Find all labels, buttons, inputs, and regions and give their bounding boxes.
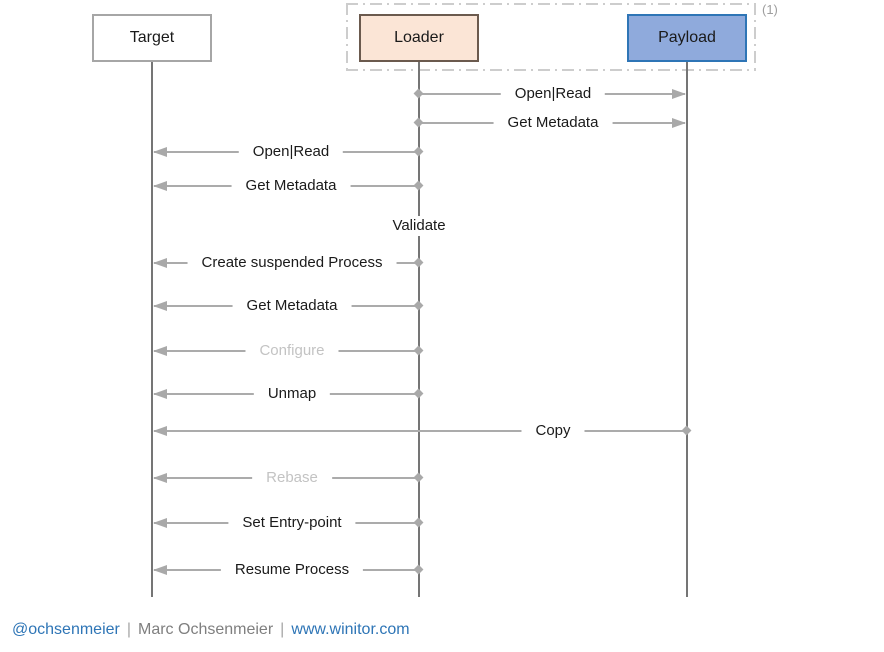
- diamond-origin-icon: [413, 117, 424, 128]
- actor-label: Loader: [394, 29, 444, 46]
- message-label: Get Metadata: [232, 296, 352, 316]
- footer-author: Marc Ochsenmeier: [138, 621, 274, 638]
- footer-separator: |: [280, 621, 285, 638]
- arrowhead-icon: [672, 118, 686, 128]
- message-label: Copy: [521, 421, 585, 441]
- diamond-origin-icon: [413, 564, 424, 575]
- diamond-origin-icon: [413, 517, 424, 528]
- message-label: Open|Read: [238, 142, 344, 162]
- message-label: Unmap: [253, 384, 331, 404]
- message-arrow-line: [154, 430, 685, 432]
- group-frame-bottom: [346, 69, 756, 71]
- actor-label: Target: [129, 29, 175, 46]
- arrowhead-icon: [153, 389, 167, 399]
- group-frame-top: [346, 3, 756, 5]
- arrowhead-icon: [153, 346, 167, 356]
- diamond-origin-icon: [681, 425, 692, 436]
- actor-box-target: Target: [92, 14, 212, 62]
- message-label: Create suspended Process: [187, 253, 397, 273]
- actor-box-loader: Loader: [359, 14, 479, 62]
- diamond-origin-icon: [413, 472, 424, 483]
- message-label: Resume Process: [220, 560, 364, 580]
- diamond-origin-icon: [413, 146, 424, 157]
- lifeline-payload: [686, 61, 688, 597]
- footer-handle-link[interactable]: @ochsenmeier: [12, 621, 120, 638]
- message-label: Open|Read: [500, 84, 606, 104]
- arrowhead-icon: [153, 301, 167, 311]
- diamond-origin-icon: [413, 300, 424, 311]
- diamond-origin-icon: [413, 257, 424, 268]
- group-frame-left: [346, 3, 348, 71]
- self-action-label: Validate: [378, 216, 460, 236]
- message-label: Configure: [245, 341, 339, 361]
- footer-website-link[interactable]: www.winitor.com: [291, 621, 410, 638]
- message-label: Get Metadata: [231, 176, 351, 196]
- arrowhead-icon: [672, 89, 686, 99]
- actor-box-payload: Payload: [627, 14, 747, 62]
- diamond-origin-icon: [413, 88, 424, 99]
- arrowhead-icon: [153, 565, 167, 575]
- message-label: Rebase: [252, 468, 332, 488]
- arrowhead-icon: [153, 518, 167, 528]
- arrowhead-icon: [153, 147, 167, 157]
- footer-separator: |: [126, 621, 131, 638]
- arrowhead-icon: [153, 181, 167, 191]
- message-label: Set Entry-point: [228, 513, 356, 533]
- lifeline-target: [151, 61, 153, 597]
- diamond-origin-icon: [413, 180, 424, 191]
- arrowhead-icon: [153, 258, 167, 268]
- group-frame-label: (1): [762, 2, 778, 17]
- message-label: Get Metadata: [493, 113, 613, 133]
- diamond-origin-icon: [413, 388, 424, 399]
- lifeline-loader: [418, 61, 420, 597]
- actor-label: Payload: [658, 29, 716, 46]
- arrowhead-icon: [153, 473, 167, 483]
- diamond-origin-icon: [413, 345, 424, 356]
- arrowhead-icon: [153, 426, 167, 436]
- footer-credit: @ochsenmeier | Marc Ochsenmeier | www.winito…: [12, 621, 410, 639]
- group-frame: [346, 3, 756, 71]
- group-frame-right: [754, 3, 756, 71]
